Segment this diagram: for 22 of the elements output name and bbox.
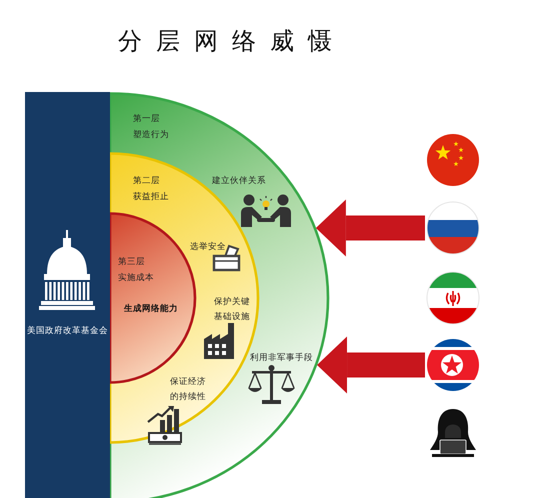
item-label: 保护关键基础设施 (214, 296, 250, 324)
title: 分层网络威慑 (118, 27, 346, 55)
item-label: 利用非军事手段 (250, 352, 313, 365)
ring-band (110, 92, 332, 498)
layer-name: 塑造行为 (133, 130, 169, 141)
side-panel (25, 92, 110, 498)
layer-name: 获益拒止 (133, 192, 169, 203)
layer-number: 第一层 (133, 114, 160, 125)
item-label: 选举安全 (190, 240, 226, 254)
layer-number: 第三层 (118, 257, 145, 268)
flag (426, 201, 480, 255)
item-label: 保证经济的持续性 (170, 376, 206, 404)
arrow (317, 336, 425, 394)
arrow (316, 200, 425, 256)
capability-text: 生成网络能力 (124, 304, 178, 315)
flag (426, 338, 480, 392)
layer-name: 实施成本 (118, 273, 154, 284)
flag (426, 271, 480, 325)
flag (426, 133, 480, 187)
panel-title: 美国政府改革基金会 (27, 326, 108, 337)
layer-number: 第二层 (133, 176, 160, 187)
item-label: 建立伙伴关系 (212, 174, 266, 188)
